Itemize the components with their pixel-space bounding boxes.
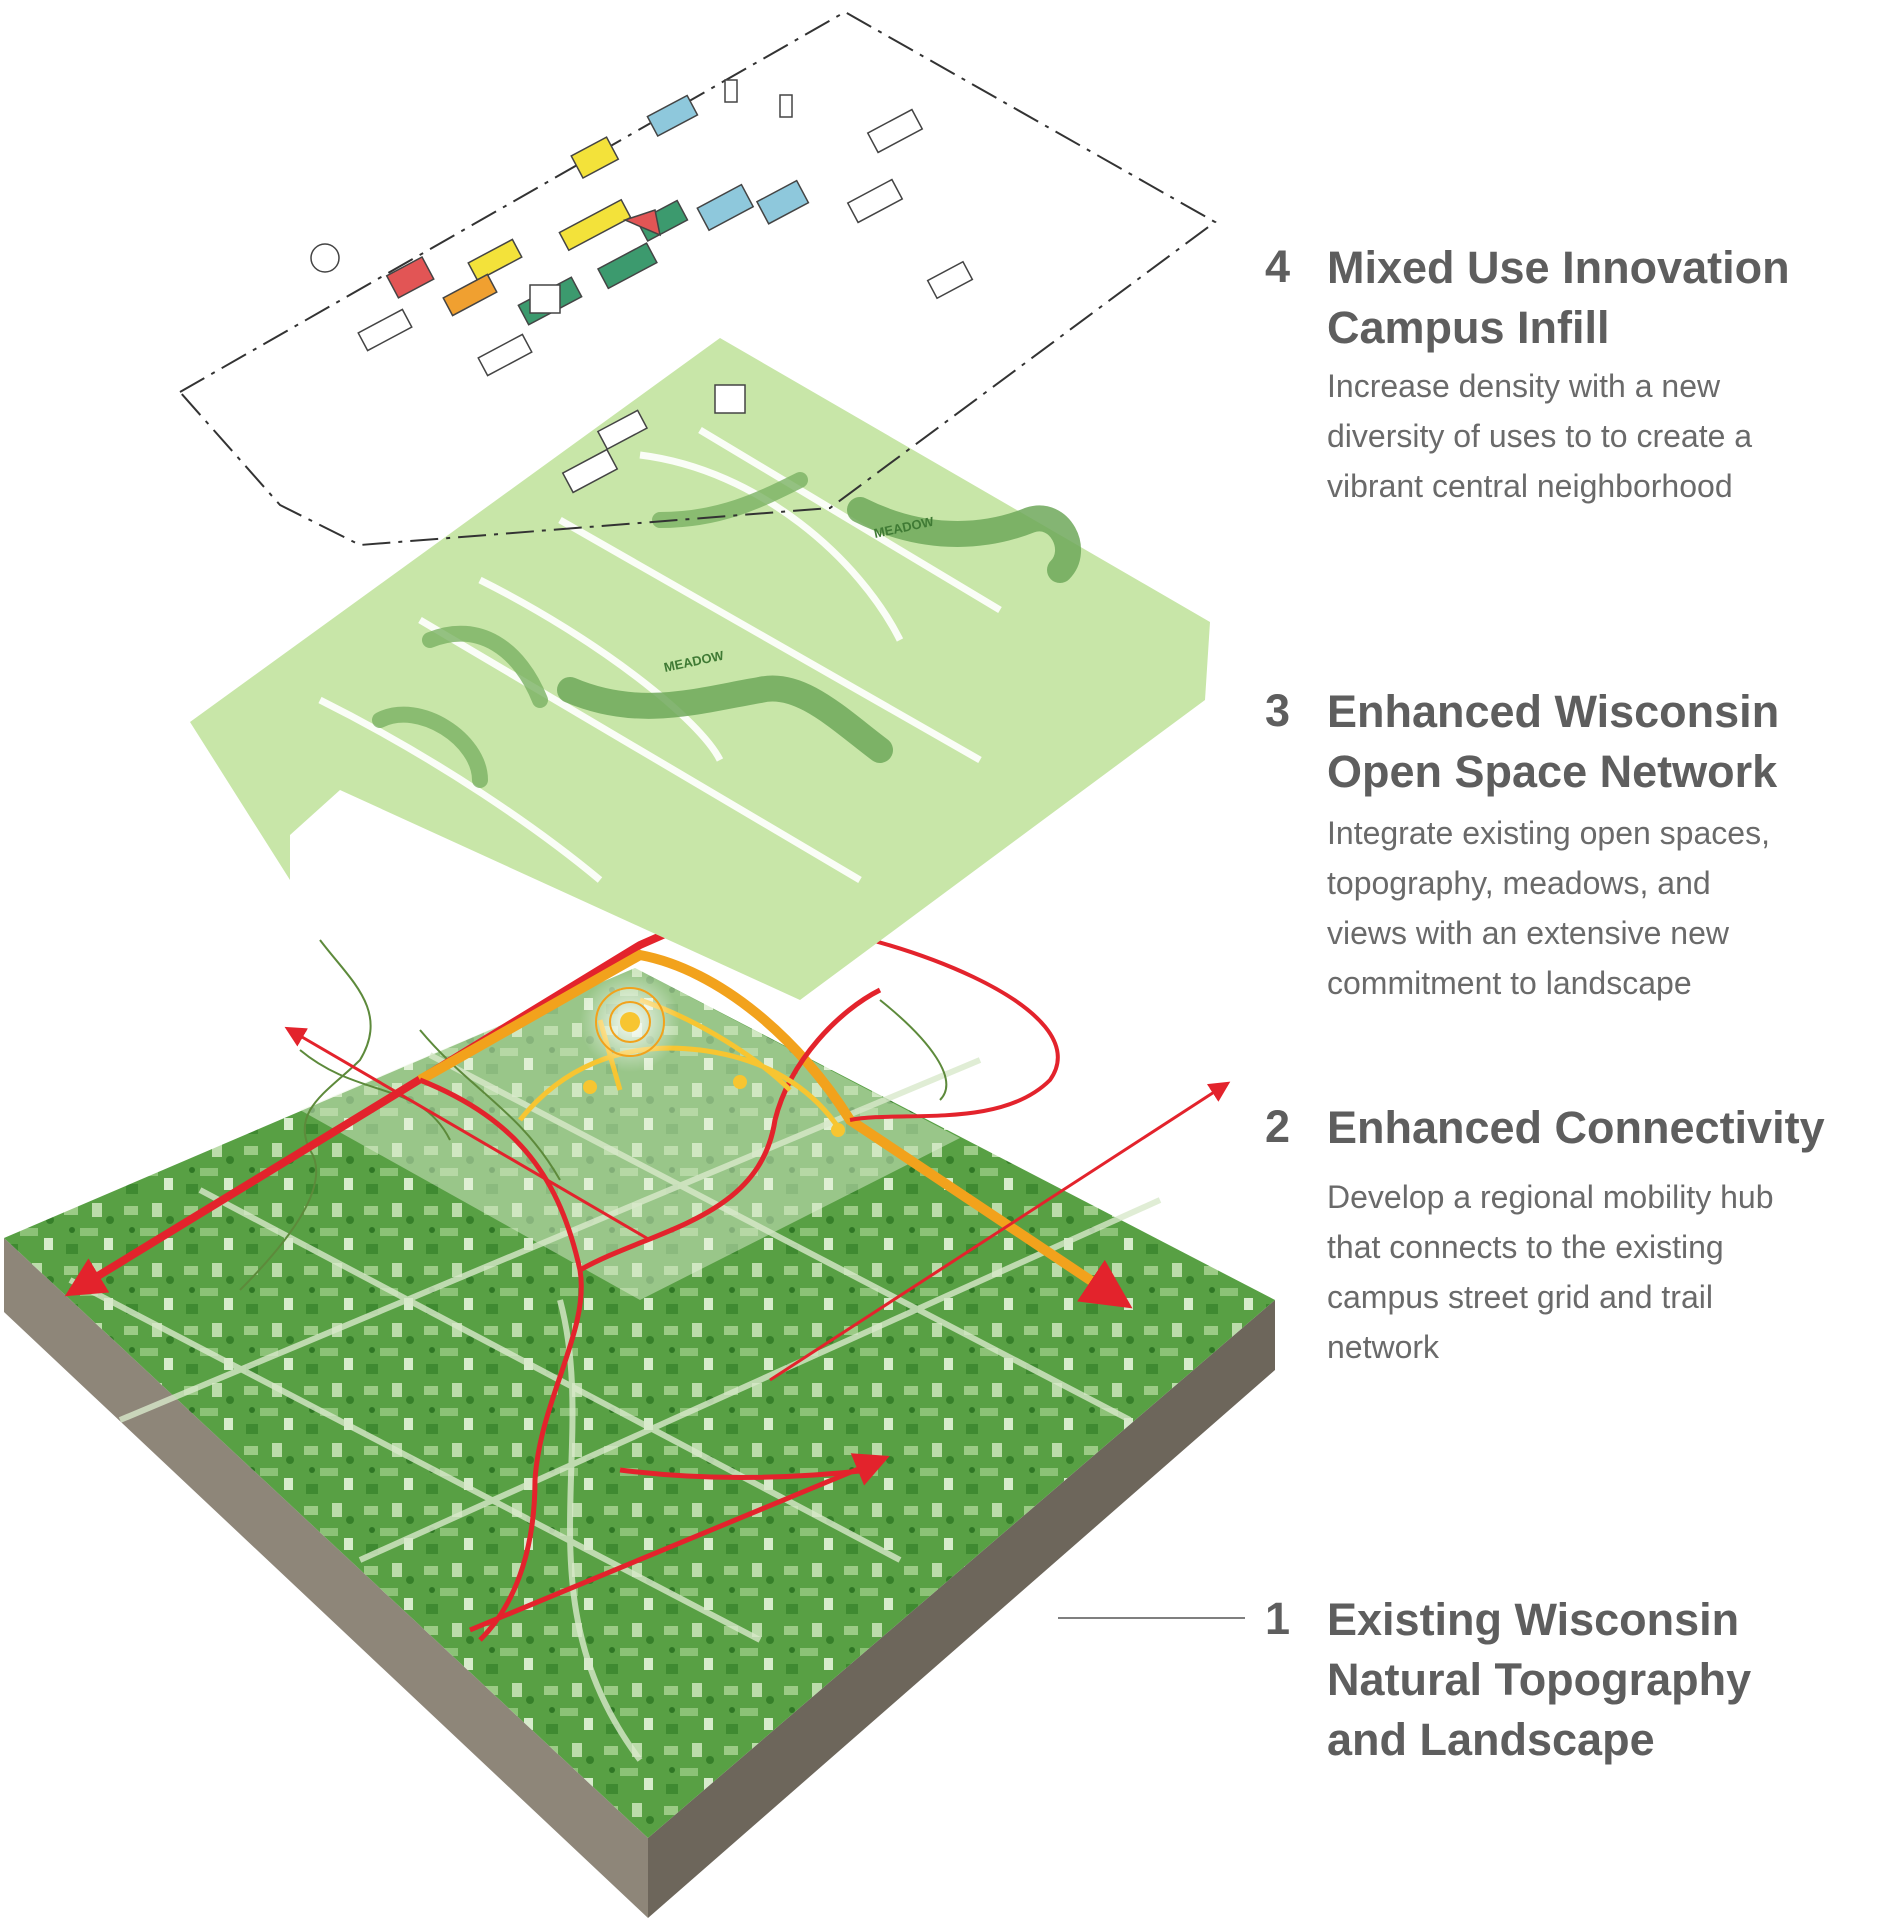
building-blue [646,94,699,138]
layer-description-line: Increase density with a new [1327,368,1721,404]
building-white [714,384,746,414]
regional-corridor-orange [417,949,1133,1309]
layer-3-open-space: MEADOW MEADOW [190,338,1210,1000]
hub-ring-inner [609,1001,651,1043]
building-white [477,333,533,377]
hub-ring-outer [595,987,665,1057]
building-red-wedge [622,209,662,237]
layer-title-line: Campus Infill [1327,302,1610,353]
building-yellow [467,238,523,282]
layer-number: 2 [1265,1101,1291,1152]
layer-title-line: Open Space Network [1327,746,1778,797]
layer-description-line: campus street grid and trail [1327,1279,1713,1315]
layer-title-line: and Landscape [1327,1714,1655,1765]
building-yellow [570,136,620,179]
layer-label-1: 1 Existing Wisconsin Natural Topography … [1265,1590,1885,1790]
connector-ne-arrow [769,1081,1231,1382]
block-side-right [648,1300,1275,1918]
layer-number: 1 [1265,1593,1291,1644]
rotunda-building [310,243,340,273]
layer-2-connectivity [64,847,1231,1642]
hub-node [620,1012,640,1032]
layer-description-line: vibrant central neighborhood [1327,468,1733,504]
layer-description-line: Integrate existing open spaces, [1327,815,1770,851]
building-white [596,409,649,451]
building-white [529,284,561,314]
building-blue [696,183,755,232]
campus-buildings [310,79,974,494]
building-white [926,260,974,300]
meadow-corridor [557,497,1081,763]
building-blue [755,179,810,225]
layer-description-line: that connects to the existing [1327,1229,1724,1265]
connector-nw-arrow [284,1026,651,1242]
layer-description-line: network [1327,1329,1440,1365]
building-yellow [558,198,632,252]
layer-label-4: 4 Mixed Use Innovation Campus Infill Inc… [1265,238,1887,504]
layer-title: Mixed Use Innovation Campus Infill [1327,238,1887,358]
building-white [779,94,793,118]
transit-node [831,1123,845,1137]
layer-label-3: 3 Enhanced Wisconsin Open Space Network … [1265,682,1885,1002]
layer-title-line: Existing Wisconsin [1327,1594,1740,1645]
main-spine-red [419,987,880,1642]
layer-title-line: Natural Topography [1327,1654,1752,1705]
layer-description-line: views with an extensive new [1327,915,1729,951]
layer-number: 4 [1265,241,1291,292]
layer-description-line: diversity of uses to to create a [1327,418,1753,454]
layer-title: Enhanced Wisconsin Open Space Network [1327,682,1887,802]
building-red [385,256,435,299]
layer-title: Existing Wisconsin Natural Topography an… [1327,1590,1887,1770]
layer-1-topography-block [4,968,1275,1918]
transit-node [583,1080,597,1094]
open-space-street-grid [318,426,1002,884]
layer-title: Enhanced Connectivity [1327,1098,1887,1158]
layer-description-line: topography, meadows, and [1327,865,1711,901]
layer-label-2: 2 Enhanced Connectivity Develop a region… [1265,1098,1885,1378]
layer-description-line: Develop a regional mobility hub [1327,1179,1774,1215]
building-white [866,108,924,154]
greenway [372,472,808,788]
layer-title-line: Enhanced Wisconsin [1327,686,1780,737]
layer-description: Integrate existing open spaces, topograp… [1327,808,1887,1008]
open-space-plate [190,338,1210,1000]
infill-boundary [178,10,1217,547]
layer-number: 3 [1265,685,1291,736]
building-white [561,448,619,494]
building-white [846,178,904,224]
mobility-hub [580,972,845,1137]
block-side-left [4,1238,648,1918]
layer-title-line: Enhanced Connectivity [1327,1102,1825,1153]
transit-node [733,1075,747,1089]
layer-description: Increase density with a new diversity of… [1327,361,1887,511]
layer-description-line: commitment to landscape [1327,965,1692,1001]
building-white [357,308,413,352]
layer-title-line: Mixed Use Innovation [1327,242,1790,293]
building-green [596,242,658,290]
layer-description: Develop a regional mobility hub that con… [1327,1172,1887,1372]
building-orange [442,273,498,317]
layer-4-building-infill [178,10,1217,547]
building-white [724,79,738,103]
